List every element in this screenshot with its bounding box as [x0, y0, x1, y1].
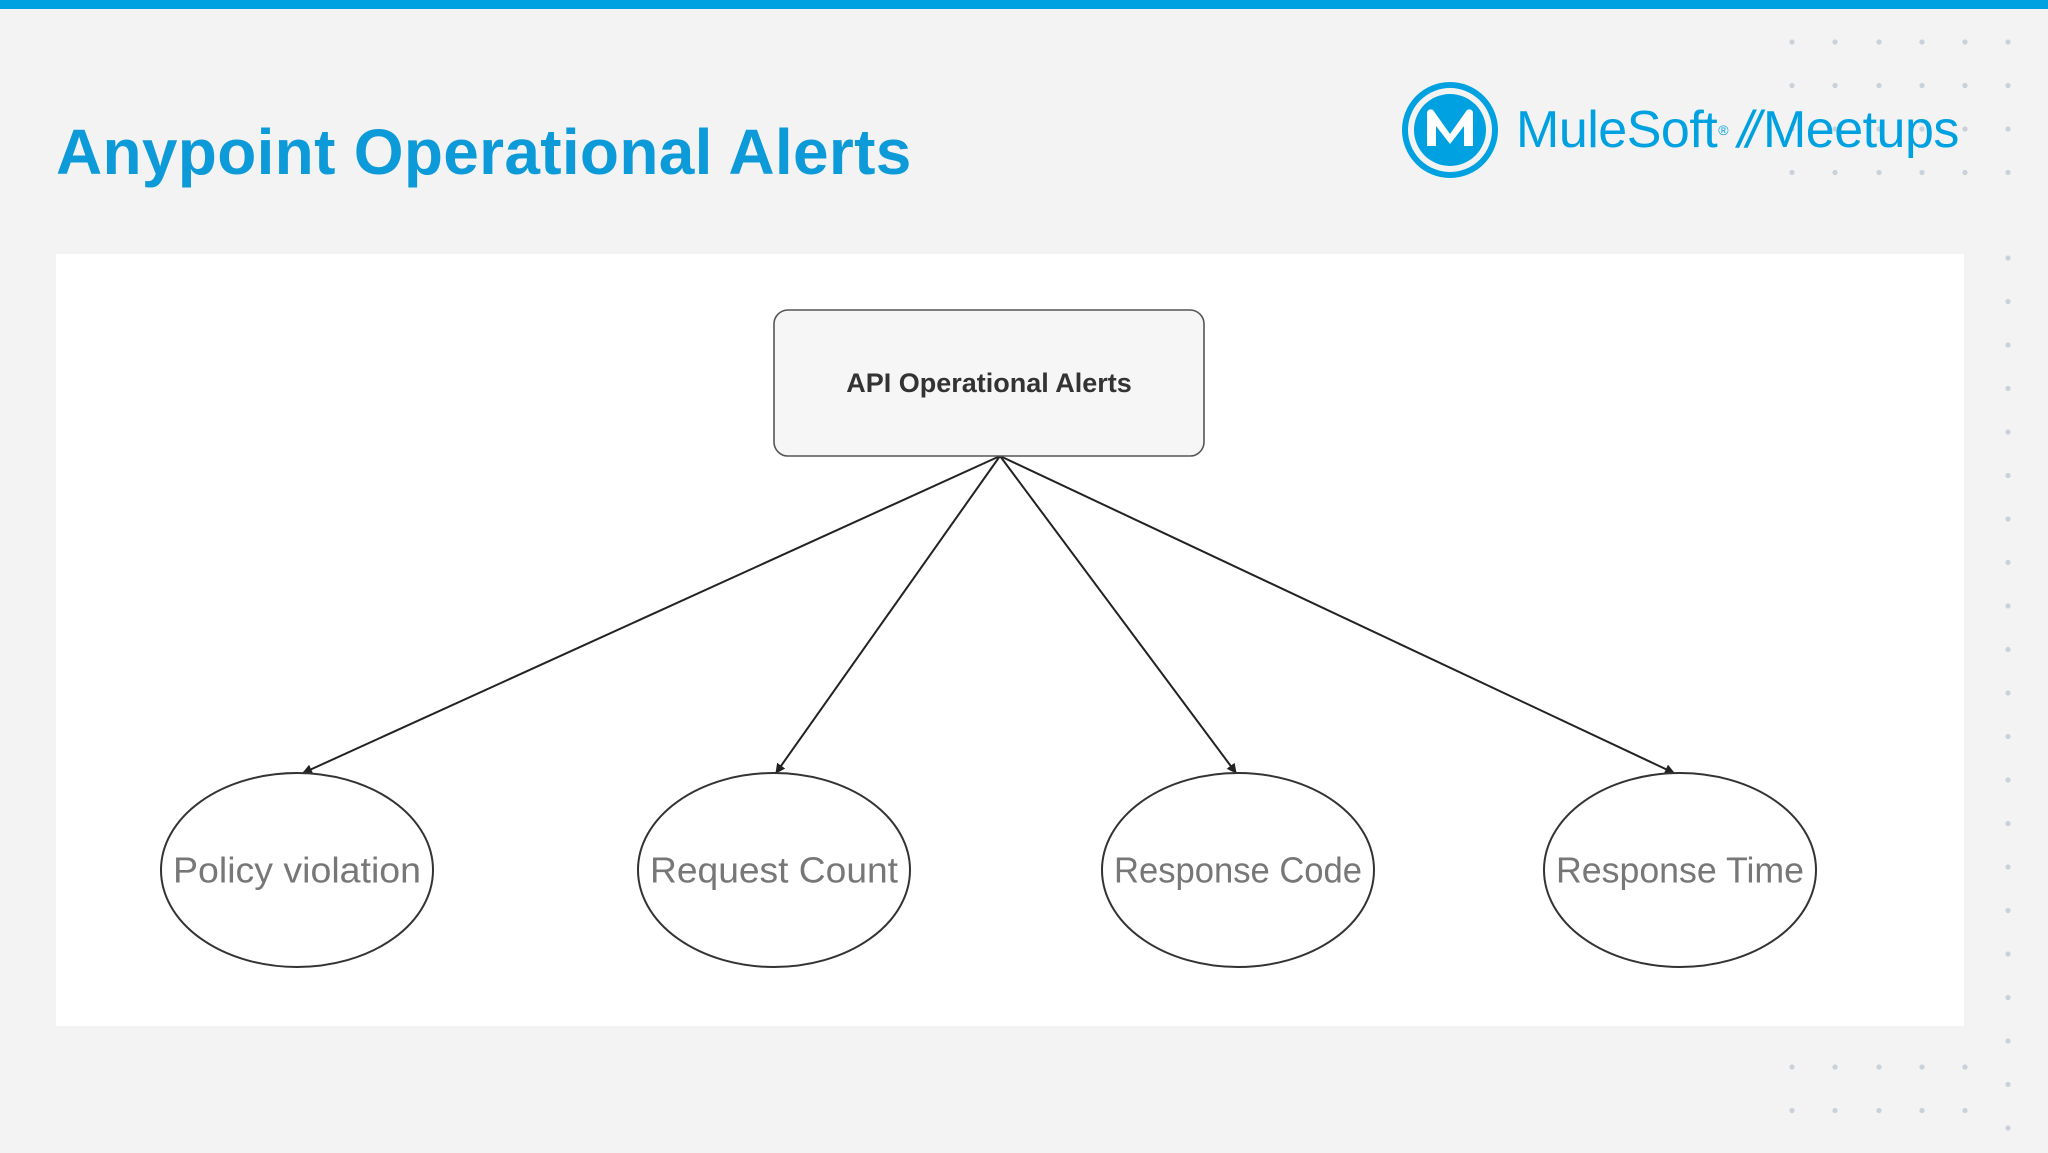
decorative-dot — [1919, 39, 1925, 45]
child-node-label: Request Count — [650, 850, 898, 891]
decorative-dot — [2005, 126, 2011, 132]
child-node: Response Time — [1543, 772, 1817, 968]
decorative-dot — [2005, 907, 2011, 914]
decorative-dot — [1789, 39, 1795, 45]
decorative-dot — [1876, 126, 1882, 132]
child-node: Request Count — [637, 772, 911, 968]
decorative-dot — [2005, 342, 2011, 348]
decorative-dot — [2005, 994, 2011, 1001]
decorative-dot — [2005, 385, 2011, 392]
decorative-dot — [2005, 255, 2011, 261]
top-accent-bar — [0, 0, 2048, 9]
decorative-dot — [2005, 39, 2011, 45]
decorative-dot — [1832, 1107, 1838, 1114]
decorative-dot — [2005, 1081, 2011, 1088]
child-node: Response Code — [1101, 772, 1375, 968]
child-node-ellipse — [1543, 772, 1817, 968]
child-node-label: Response Time — [1556, 850, 1804, 891]
logo-brand: MuleSoft — [1516, 101, 1718, 159]
decorative-dot — [1789, 126, 1795, 132]
decorative-dot — [1919, 126, 1925, 132]
decorative-dot — [1876, 169, 1882, 176]
decorative-dot — [1876, 82, 1882, 89]
decorative-dot — [1832, 126, 1838, 132]
decorative-dot — [1962, 1064, 1968, 1070]
decorative-dot — [1962, 39, 1968, 45]
decorative-dot — [2005, 777, 2011, 783]
edge-arrow-3 — [999, 455, 1237, 774]
decorative-dot — [2005, 298, 2011, 305]
diagram-panel: API Operational Alerts Policy violation R… — [56, 254, 1964, 1026]
edge-arrow-2 — [775, 455, 1001, 774]
decorative-dot — [1919, 1064, 1925, 1070]
child-node-ellipse — [637, 772, 911, 968]
decorative-dot — [1832, 82, 1838, 89]
decorative-dot — [1919, 82, 1925, 89]
alerts-tree-diagram: API Operational Alerts Policy violation R… — [160, 309, 1817, 968]
decorative-dot — [2005, 603, 2011, 609]
diagram-edges — [302, 455, 1675, 774]
root-node-label: API Operational Alerts — [846, 368, 1132, 398]
decorative-dot — [1962, 126, 1968, 132]
decorative-dot — [1919, 1107, 1925, 1114]
decorative-dot — [1962, 1107, 1968, 1114]
decorative-dot — [2005, 864, 2011, 870]
decorative-dot — [1789, 1107, 1795, 1114]
decorative-dot — [1789, 82, 1795, 89]
root-node-box — [773, 309, 1205, 457]
decorative-dot — [1789, 1064, 1795, 1070]
decorative-dot — [1876, 1107, 1882, 1114]
decorative-dot — [1919, 169, 1925, 176]
decorative-dot — [1876, 39, 1882, 45]
decorative-dot — [1962, 169, 1968, 176]
decorative-dot — [2005, 733, 2011, 740]
decorative-dot — [1876, 1064, 1882, 1070]
decorative-dot — [1789, 169, 1795, 176]
mulesoft-meetups-logo: MuleSoft® //Meetups — [1400, 78, 1959, 182]
logo-program: Meetups — [1762, 101, 1959, 159]
child-node-label: Policy violation — [173, 850, 421, 891]
slide-title: Anypoint Operational Alerts — [56, 116, 912, 188]
child-node-ellipse — [1101, 772, 1375, 968]
decorative-dot — [1832, 39, 1838, 45]
child-node: Policy violation — [160, 772, 434, 968]
decorative-dot — [2005, 559, 2011, 566]
decorative-dot — [2005, 646, 2011, 653]
mulesoft-m-logo-icon — [1402, 82, 1498, 178]
logo-wordmark: MuleSoft® //Meetups — [1516, 100, 1959, 160]
edge-arrow-4 — [999, 455, 1675, 774]
decorative-dot — [2005, 429, 2011, 435]
decorative-dot — [2005, 820, 2011, 827]
decorative-dot — [2005, 690, 2011, 696]
decorative-dot — [2005, 82, 2011, 89]
child-nodes: Policy violation Request Count Response Co… — [160, 772, 1817, 968]
edge-arrow-1 — [302, 455, 1001, 774]
child-node-label: Response Code — [1114, 850, 1362, 891]
logo-separator: // — [1738, 101, 1761, 159]
decorative-dot — [1962, 82, 1968, 89]
child-node-ellipse — [160, 772, 434, 968]
decorative-dot — [2005, 1038, 2011, 1044]
decorative-dot — [2005, 516, 2011, 522]
decorative-dot — [2005, 472, 2011, 479]
root-node: API Operational Alerts — [773, 309, 1205, 457]
decorative-dot — [2005, 1125, 2011, 1131]
decorative-dot — [2005, 169, 2011, 176]
decorative-dot — [2005, 951, 2011, 957]
logo-registered-mark: ® — [1718, 122, 1729, 138]
decorative-dot — [1832, 169, 1838, 176]
decorative-dot — [1832, 1064, 1838, 1070]
